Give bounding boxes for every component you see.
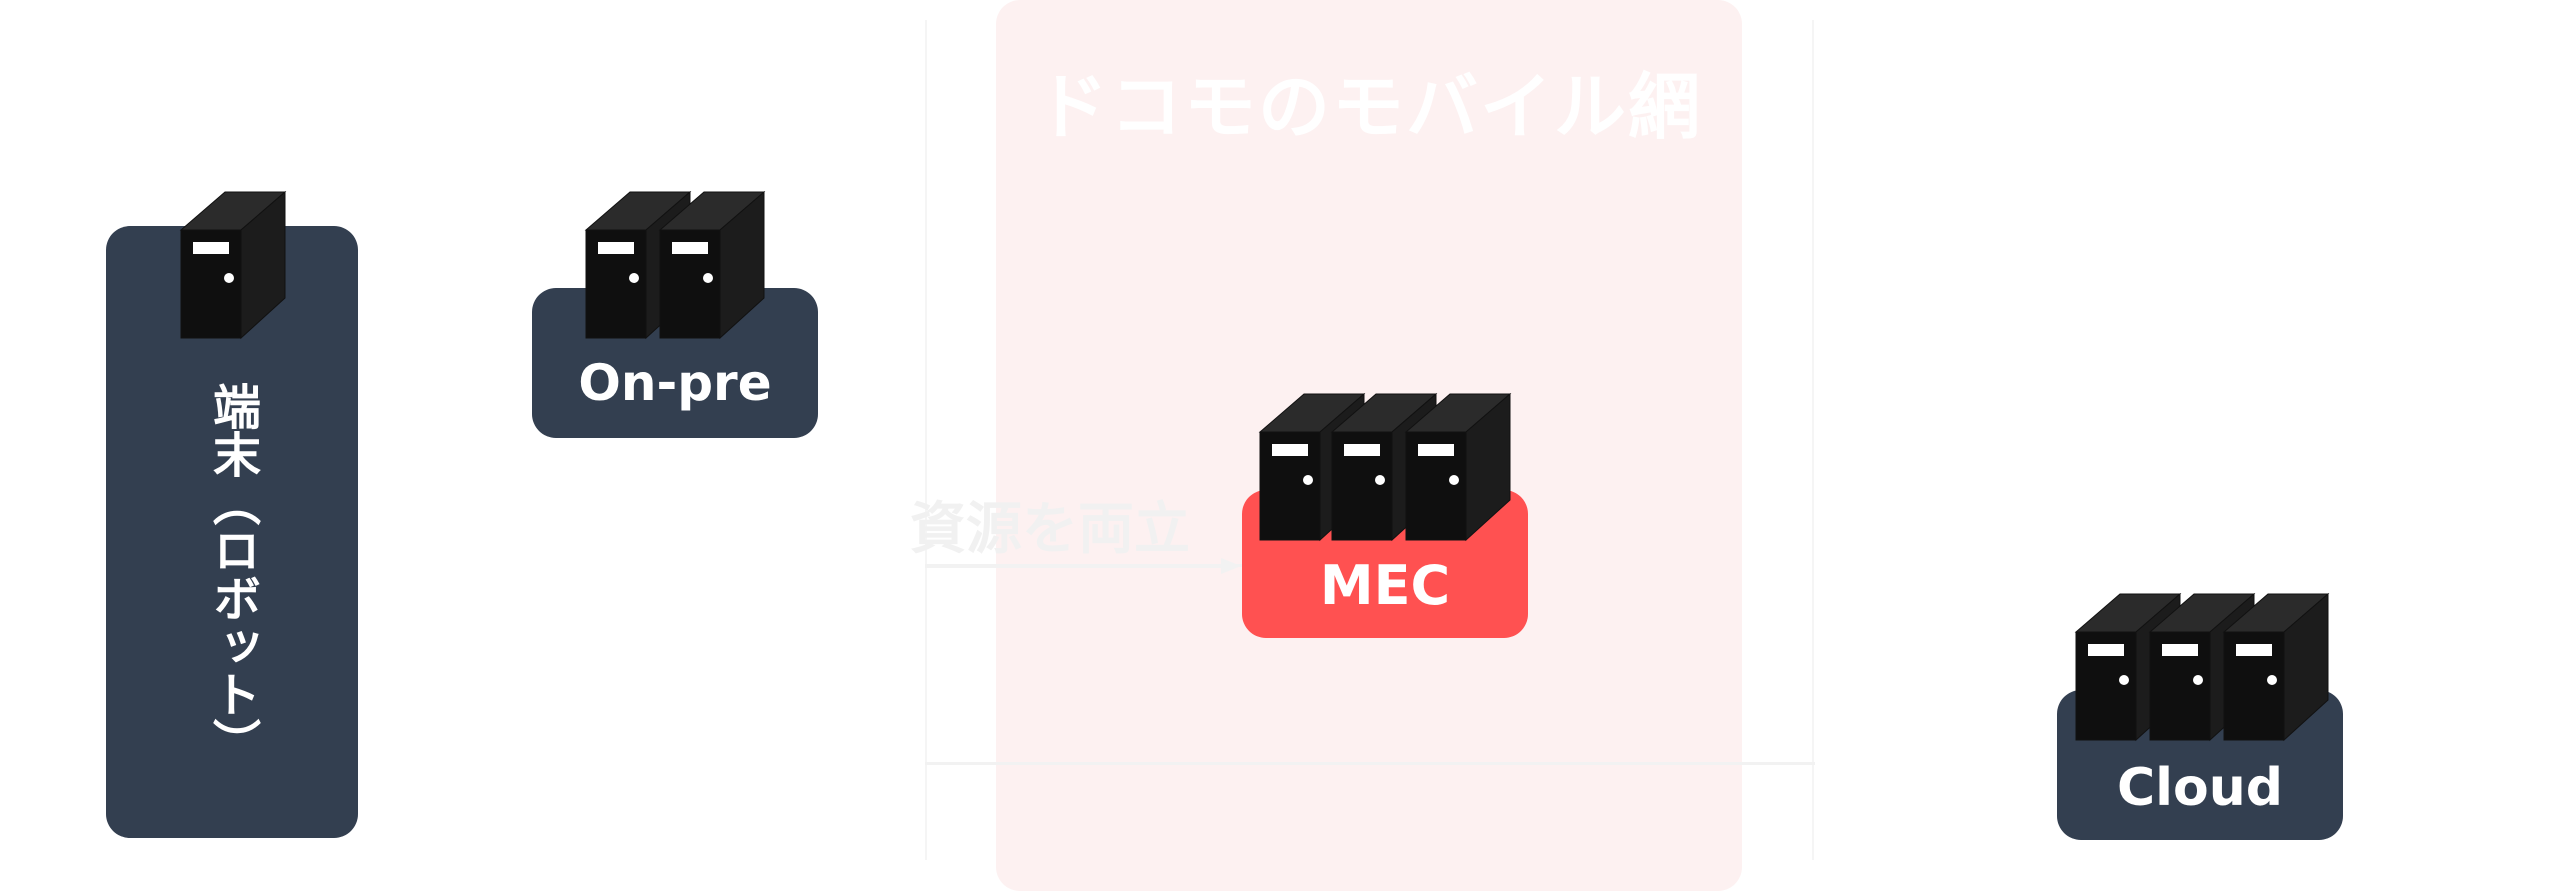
server-icon <box>1404 392 1512 542</box>
network-title: ドコモのモバイル網 <box>1035 65 1702 149</box>
server-icon <box>2222 592 2330 742</box>
terminal-label: 端末（ロボット） <box>204 382 260 766</box>
guide-line-right <box>1812 20 1814 860</box>
onpre-label: On-pre <box>578 354 772 412</box>
server-icon <box>658 190 766 340</box>
mec-label: MEC <box>1319 554 1451 617</box>
cloud-label: Cloud <box>2117 758 2283 818</box>
connector-arrow <box>925 558 1241 574</box>
connector-label: 資源を両立 <box>910 497 1190 562</box>
server-icon <box>179 190 287 340</box>
guide-line-left <box>925 20 927 860</box>
guide-line-lower <box>925 762 1815 765</box>
